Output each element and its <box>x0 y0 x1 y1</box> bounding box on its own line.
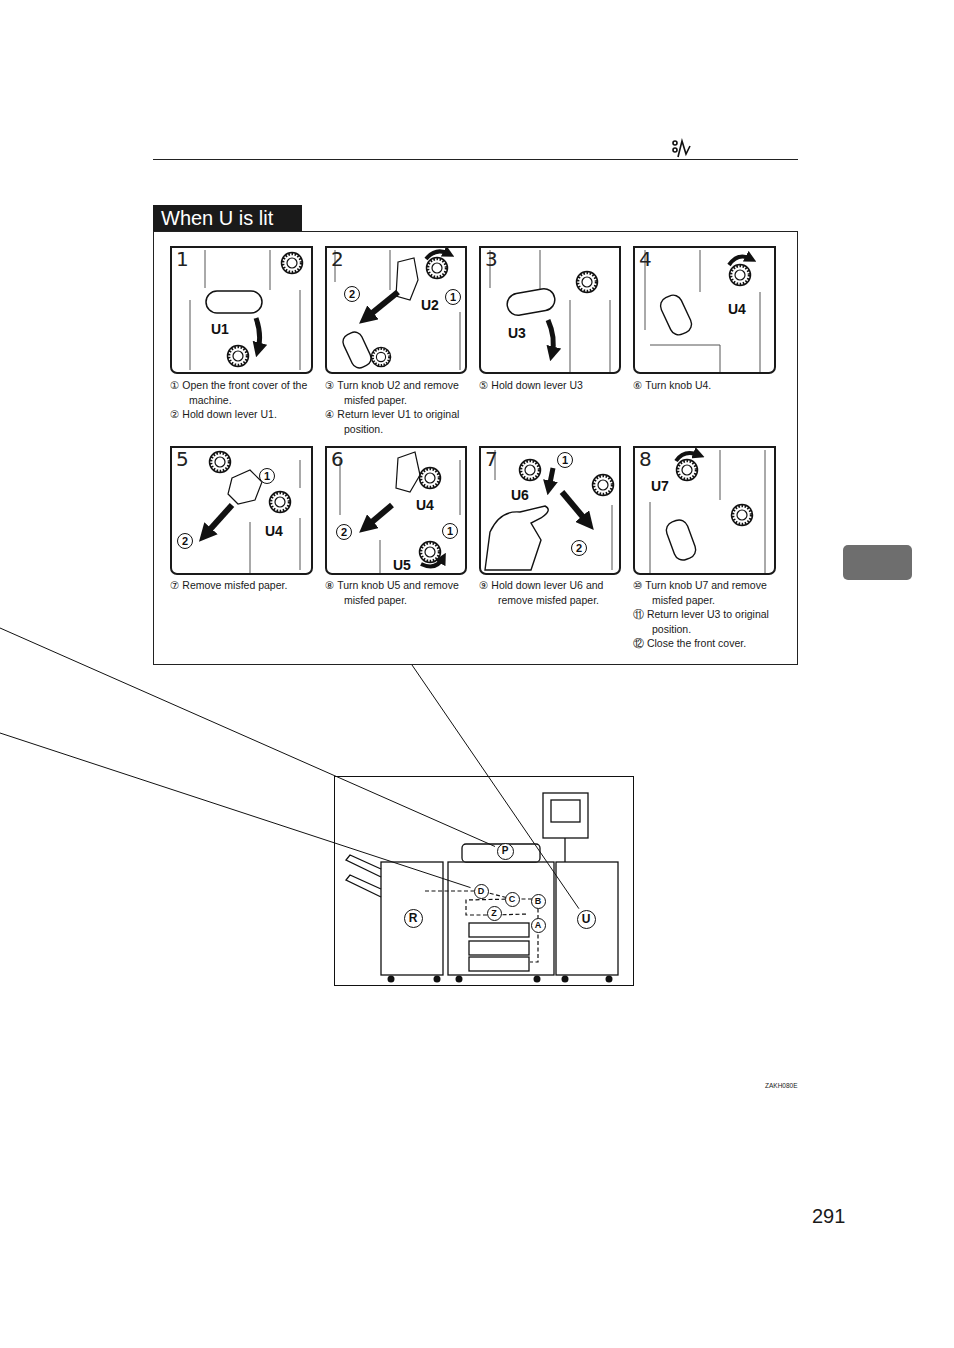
step-caption: ⑪ Return lever U3 to original position. <box>633 607 775 636</box>
step-panel: 5U4 1 2 <box>170 446 313 575</box>
callout-number: 2 <box>344 286 360 302</box>
callout-number: 2 <box>571 540 587 556</box>
panel-illustration <box>205 452 300 576</box>
part-label: U4 <box>728 301 746 317</box>
circle-letter: 1 <box>264 471 270 482</box>
callout-number: 1 <box>445 289 461 305</box>
caption-group: ⑨ Hold down lever U6 and remove misfed p… <box>479 578 621 607</box>
caption-group: ⑤ Hold down lever U3 <box>479 378 621 393</box>
callout-number: 2 <box>177 533 193 549</box>
panel-number: 8 <box>639 448 652 470</box>
part-label: U4 <box>416 497 434 513</box>
caption-group: ⑧ Turn knob U5 and remove misfed paper. <box>325 578 467 607</box>
part-label: U3 <box>508 325 526 341</box>
panel-number: 7 <box>485 448 498 470</box>
part-label: U5 <box>393 557 411 573</box>
step-caption: ④ Return lever U1 to original position. <box>325 407 467 436</box>
circle-letter: B <box>535 897 542 906</box>
panel-number: 1 <box>176 248 189 270</box>
step-panel: 2U2 2 1 <box>325 246 467 374</box>
step-panel: 3U3 <box>479 246 621 374</box>
caption-group: ⑦ Remove misfed paper. <box>170 578 312 593</box>
panel-number: 3 <box>485 248 498 270</box>
location-marker: P <box>497 843 514 860</box>
chapter-tab <box>843 545 912 580</box>
callout-number: 2 <box>336 524 352 540</box>
location-marker: C <box>505 892 520 907</box>
panel-illustration <box>335 250 460 371</box>
part-label: U1 <box>211 321 229 337</box>
step-caption: ⑦ Remove misfed paper. <box>170 578 312 593</box>
caption-group: ⑥ Turn knob U4. <box>633 378 775 393</box>
step-caption: ② Hold down lever U1. <box>170 407 312 422</box>
figure-code: ZAKH080E <box>765 1082 798 1091</box>
callout-number: 1 <box>442 523 458 539</box>
step-panel: 7U6 1 2 <box>479 446 621 575</box>
circle-letter: Z <box>491 909 497 918</box>
step-caption: ⑫ Close the front cover. <box>633 636 775 651</box>
section-icon <box>673 141 690 157</box>
location-marker: U <box>577 910 596 929</box>
circle-letter: P <box>502 846 509 856</box>
circle-letter: 1 <box>562 455 568 466</box>
section-title: When U is lit <box>153 205 302 231</box>
panel-number: 2 <box>331 248 344 270</box>
circle-letter: C <box>509 895 516 904</box>
step-caption: ⑩ Turn knob U7 and remove misfed paper. <box>633 578 775 607</box>
page-number: 291 <box>812 1205 845 1227</box>
callout-number: 1 <box>259 468 275 484</box>
part-label: U6 <box>511 487 529 503</box>
panel-number: 4 <box>639 248 652 270</box>
leader-line <box>0 628 495 888</box>
panel-illustration <box>490 250 610 374</box>
part-label: U2 <box>421 297 439 313</box>
header-rule <box>153 159 798 160</box>
leader-line <box>412 665 579 909</box>
part-label: U4 <box>265 523 283 539</box>
machine-drawing <box>335 777 634 986</box>
panel-illustration <box>650 450 765 575</box>
circle-letter: R <box>409 912 418 924</box>
circle-letter: 2 <box>349 289 355 300</box>
panel-illustration <box>190 250 303 370</box>
step-panel: 8U7 <box>633 446 776 575</box>
step-caption: ① Open the front cover of the machine. <box>170 378 312 407</box>
circle-letter: 2 <box>576 543 582 554</box>
location-marker: B <box>531 894 546 909</box>
caption-group: ③ Turn knob U2 and remove misfed paper.④… <box>325 378 467 436</box>
panel-illustration <box>485 450 614 570</box>
circle-letter: 1 <box>450 292 456 303</box>
step-panel: 6U4U5 2 1 <box>325 446 467 575</box>
circle-letter: 1 <box>447 526 453 537</box>
step-panel: 4U4 <box>633 246 776 374</box>
step-caption: ⑤ Hold down lever U3 <box>479 378 621 393</box>
location-marker: R <box>404 909 423 928</box>
panel-illustration <box>645 250 760 374</box>
caption-group: ① Open the front cover of the machine.② … <box>170 378 312 422</box>
part-label: U7 <box>651 478 669 494</box>
location-marker: Z <box>487 906 502 921</box>
step-caption: ③ Turn knob U2 and remove misfed paper. <box>325 378 467 407</box>
step-panel: 1U1 <box>170 246 313 374</box>
circle-letter: 2 <box>341 527 347 538</box>
step-caption: ⑥ Turn knob U4. <box>633 378 775 393</box>
panel-number: 6 <box>331 448 344 470</box>
caption-group: ⑩ Turn knob U7 and remove misfed paper.⑪… <box>633 578 775 651</box>
location-marker: D <box>474 884 489 899</box>
panel-illustration <box>340 452 460 575</box>
circle-letter: A <box>535 921 542 930</box>
step-caption: ⑧ Turn knob U5 and remove misfed paper. <box>325 578 467 607</box>
circle-letter: U <box>582 913 591 925</box>
step-caption: ⑨ Hold down lever U6 and remove misfed p… <box>479 578 621 607</box>
panel-number: 5 <box>176 448 189 470</box>
location-marker: A <box>531 918 546 933</box>
circle-letter: D <box>478 887 485 896</box>
circle-letter: 2 <box>182 536 188 547</box>
callout-number: 1 <box>557 452 573 468</box>
